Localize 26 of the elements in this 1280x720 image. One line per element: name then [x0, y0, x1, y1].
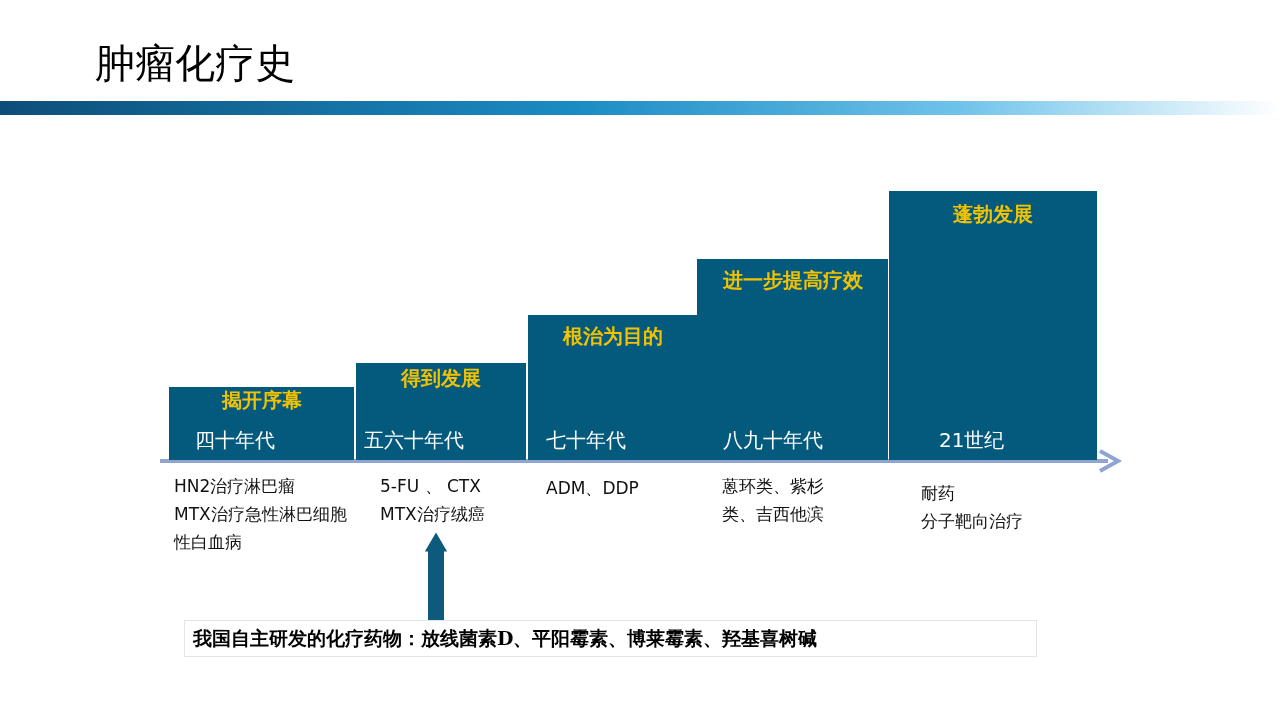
stage-heading: 根治为目的 — [561, 323, 664, 350]
drug-note: 蒽环类、紫杉类、吉西他滨 — [722, 475, 825, 526]
drug-note: ADM、DDP — [546, 477, 640, 500]
drug-note: 5-FU 、 CTX — [380, 475, 482, 498]
stage-heading: 揭开序幕 — [220, 387, 303, 414]
drug-note: HN2治疗淋巴瘤 — [174, 475, 297, 498]
note-box: 我国自主研发的化疗药物：放线菌素D、平阳霉素、博莱霉素、羟基喜树碱 — [184, 620, 1037, 657]
stage-heading: 得到发展 — [399, 365, 482, 392]
drug-note: 耐药 — [921, 482, 956, 505]
era-label: 21世纪 — [939, 427, 1005, 454]
step-block — [528, 315, 697, 460]
step-block — [889, 191, 1097, 460]
block-arrow — [424, 532, 448, 620]
step-block — [697, 259, 888, 460]
drug-note: MTX治疗绒癌 — [380, 503, 486, 526]
era-label: 五六十年代 — [364, 427, 464, 454]
stage-heading: 进一步提高疗效 — [721, 267, 864, 294]
era-label: 八九十年代 — [723, 427, 823, 454]
drug-note: 分子靶向治疗 — [921, 510, 1024, 533]
step-block — [356, 363, 526, 460]
slide-title: 肿瘤化疗史 — [95, 39, 295, 88]
step-block — [169, 387, 354, 460]
stage-heading: 蓬勃发展 — [952, 201, 1034, 228]
era-label: 四十年代 — [195, 427, 275, 454]
era-label: 七十年代 — [546, 427, 626, 454]
drug-note: MTX治疗急性淋巴细胞性白血病 — [174, 503, 348, 554]
